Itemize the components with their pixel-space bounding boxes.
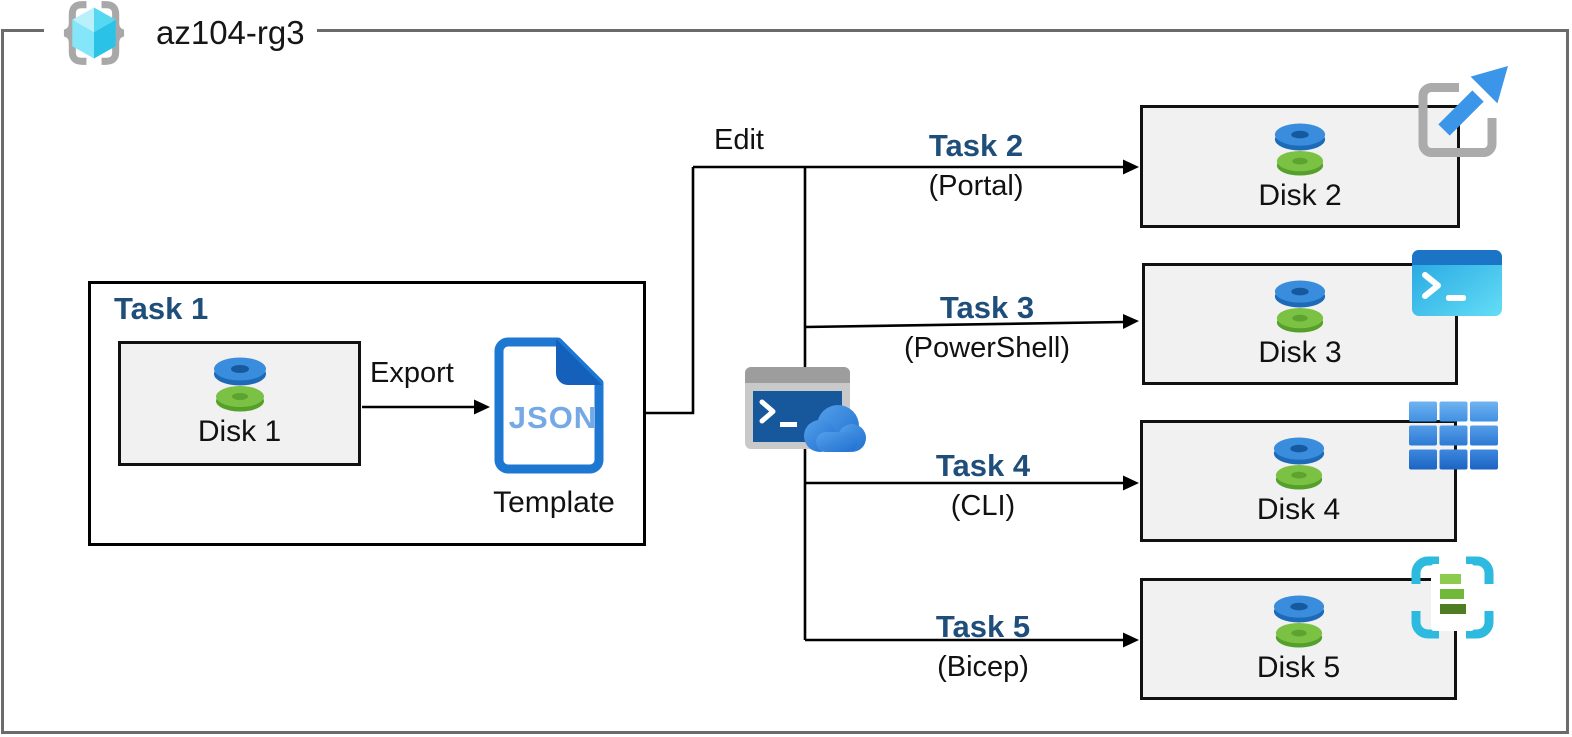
json-file-type: JSON <box>508 400 598 435</box>
task4-label-group: Task 4 (CLI) <box>936 447 1030 523</box>
task2-label-group: Task 2 (Portal) <box>928 127 1023 203</box>
disk5-node: Disk 5 <box>1140 578 1457 700</box>
disk5-label: Disk 5 <box>1256 651 1341 684</box>
disk-icon <box>1274 280 1326 333</box>
disk-icon <box>1273 595 1324 648</box>
disk3-node: Disk 3 <box>1142 263 1458 385</box>
task4-title: Task 4 <box>935 448 1031 483</box>
disk-icon <box>1273 437 1324 490</box>
task3-label-group: Task 3 (PowerShell) <box>904 289 1070 365</box>
disk4-node: Disk 4 <box>1140 420 1457 542</box>
resource-group-name: az104-rg3 <box>156 14 305 51</box>
disk-icon <box>213 357 266 412</box>
task5-title: Task 5 <box>935 609 1031 644</box>
task3-title: Task 3 <box>939 290 1035 325</box>
json-file-icon <box>494 337 604 474</box>
disk-icon <box>1274 123 1326 176</box>
resource-group-frame <box>1 29 1569 734</box>
powershell-icon <box>1412 250 1502 316</box>
task4-method: (CLI) <box>950 490 1016 522</box>
template-caption: Template <box>493 486 615 519</box>
disk1-node: Disk 1 <box>118 341 361 466</box>
disk1-label: Disk 1 <box>197 415 282 448</box>
task3-method: (PowerShell) <box>904 332 1070 364</box>
bicep-icon <box>1411 556 1494 639</box>
resource-group-icon <box>63 1 125 65</box>
task1-title: Task 1 <box>114 291 209 326</box>
export-label: Export <box>370 357 454 389</box>
task2-method: (Portal) <box>928 170 1024 202</box>
disk3-label: Disk 3 <box>1258 336 1342 369</box>
task5-label-group: Task 5 (Bicep) <box>936 608 1030 684</box>
azure-cli-icon <box>1409 401 1498 470</box>
resource-group-header: az104-rg3 <box>44 0 317 66</box>
edit-label: Edit <box>714 124 764 156</box>
disk2-label: Disk 2 <box>1258 179 1342 212</box>
disk2-node: Disk 2 <box>1140 105 1460 228</box>
disk4-label: Disk 4 <box>1256 493 1341 526</box>
azure-portal-icon <box>1418 66 1508 157</box>
task5-method: (Bicep) <box>937 651 1029 683</box>
task2-title: Task 2 <box>928 128 1024 163</box>
cloud-shell-icon <box>745 367 866 452</box>
